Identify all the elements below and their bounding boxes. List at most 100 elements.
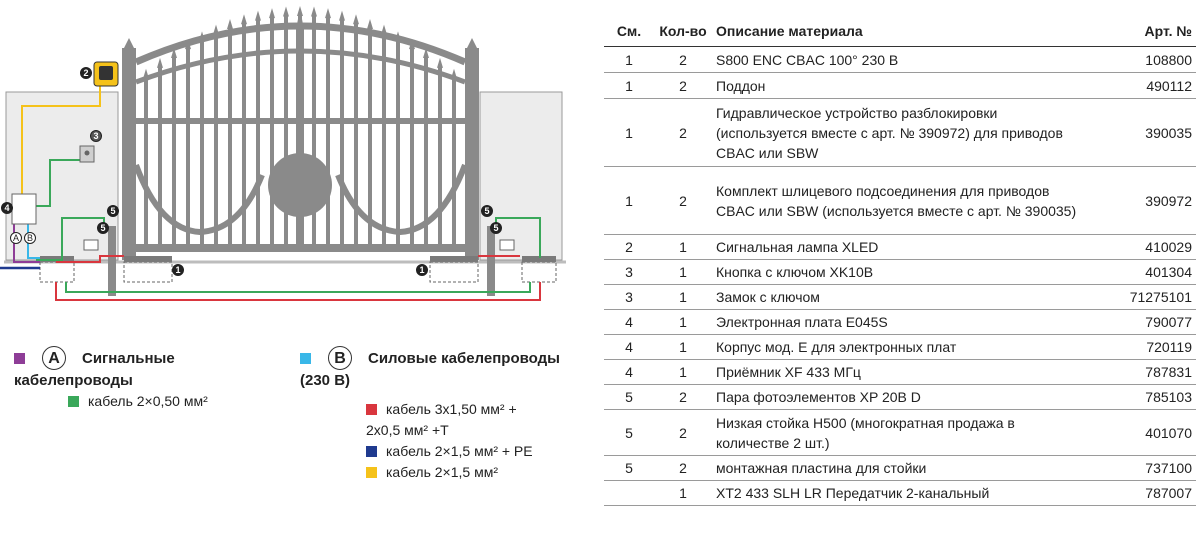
row-position: 1 [604, 46, 654, 73]
gate-bar [312, 14, 316, 253]
marker-label: 5 [493, 223, 498, 233]
row-description: Низкая стойка H500 (многократная продажа… [712, 409, 1082, 456]
marker-label: 5 [484, 206, 489, 216]
power-item-red-text2: 2х0,5 мм² +Т [366, 422, 449, 438]
marker-label: 5 [100, 223, 105, 233]
gate-bar-tip [311, 6, 317, 17]
gate-bar [214, 32, 218, 253]
power-cyan-swatch [300, 352, 311, 364]
row-description: Корпус мод. E для электронных плат [712, 334, 1082, 360]
cable-green-keyswitch [34, 159, 80, 207]
legend-letter-b: B [328, 346, 352, 370]
gate-bar [186, 47, 190, 253]
gate-bar-tip [451, 68, 457, 79]
header-position: См. [604, 16, 654, 47]
signal-title-line1: Сигнальные [82, 349, 175, 367]
control-unit [11, 193, 37, 225]
row-quantity: 2 [654, 409, 712, 456]
marker-circle [481, 205, 493, 217]
row-position: 3 [604, 284, 654, 310]
right-junction-cover [522, 256, 556, 262]
right-gate-post [465, 48, 479, 260]
signal-item-text: кабель 2×0,50 мм² [88, 393, 208, 409]
row-article: 390035 [1082, 98, 1196, 167]
legend-letter-a: A [42, 346, 66, 370]
left-operator-cover [124, 256, 172, 262]
gate-bar-tip [353, 14, 359, 25]
marker-circle [107, 205, 119, 217]
signal-green-swatch [68, 396, 79, 407]
gate-bar-tip [171, 47, 177, 58]
row-article: 790077 [1082, 309, 1196, 335]
marker-circle [24, 232, 36, 244]
power-yellow-swatch [366, 467, 377, 478]
row-article: 785103 [1082, 384, 1196, 410]
header-article: Арт. № [1082, 16, 1196, 47]
power-item-blue: кабель 2×1,5 мм² + PE [366, 441, 590, 462]
gate [122, 6, 479, 260]
row-position: 1 [604, 98, 654, 167]
gate-bar-tip [339, 10, 345, 21]
row-quantity: 1 [654, 309, 712, 335]
row-quantity: 1 [654, 259, 712, 285]
power-item-yellow-text: кабель 2×1,5 мм² [386, 464, 498, 480]
gate-bar-tip [227, 18, 233, 29]
row-quantity: 2 [654, 384, 712, 410]
power-item-red: кабель 3х1,50 мм² + [366, 399, 590, 420]
signal-title-line2: кабелепроводы [14, 372, 133, 389]
row-article: 787007 [1082, 480, 1196, 506]
row-position: 1 [604, 166, 654, 235]
cable-red-bottom [55, 282, 541, 301]
row-description: S800 ENC CBAC 100° 230 В [712, 46, 1082, 73]
gate-bar-tip [423, 47, 429, 58]
gate-bar-tip [241, 14, 247, 25]
gate-bar-tip [213, 24, 219, 35]
left-gate-post [122, 48, 136, 260]
row-description: Сигнальная лампа XLED [712, 234, 1082, 260]
gate-bar [270, 16, 274, 252]
row-article: 401304 [1082, 259, 1196, 285]
gate-bar-tip [409, 39, 415, 50]
gate-bar [410, 47, 414, 253]
gate-bar-tip [283, 6, 289, 17]
legend-signal: A Сигнальные кабелепроводы кабель 2×0,50… [14, 346, 274, 412]
row-quantity: 1 [654, 480, 712, 506]
row-article: 401070 [1082, 409, 1196, 456]
gate-bar [452, 76, 456, 252]
marker-label: 1 [419, 265, 424, 275]
left-operator-box [123, 261, 173, 283]
row-position: 5 [604, 384, 654, 410]
marker-circle [10, 232, 22, 244]
right-junction-box [521, 261, 557, 283]
marker-circle [172, 264, 184, 276]
gate-post-cap [466, 38, 478, 50]
power-item-yellow: кабель 2×1,5 мм² [366, 462, 590, 483]
row-quantity: 2 [654, 455, 712, 481]
row-position [604, 480, 654, 506]
cable-red-left [56, 255, 124, 263]
row-quantity: 2 [654, 98, 712, 167]
marker-circle [416, 264, 428, 276]
cable-yellow [21, 84, 101, 194]
row-quantity: 1 [654, 284, 712, 310]
left-photocell [83, 239, 99, 251]
row-position: 4 [604, 359, 654, 385]
row-description: XT2 433 SLH LR Передатчик 2-канальный [712, 480, 1082, 506]
power-item-red-cont: 2х0,5 мм² +Т [366, 420, 590, 441]
gate-bar-tip [157, 57, 163, 68]
gate-center-stile [296, 28, 304, 252]
gate-bar [438, 65, 442, 252]
marker-label: A [13, 233, 19, 243]
gate-bar [228, 26, 232, 252]
right-photocell [499, 239, 515, 251]
row-position: 5 [604, 455, 654, 481]
gate-bar [242, 22, 246, 253]
